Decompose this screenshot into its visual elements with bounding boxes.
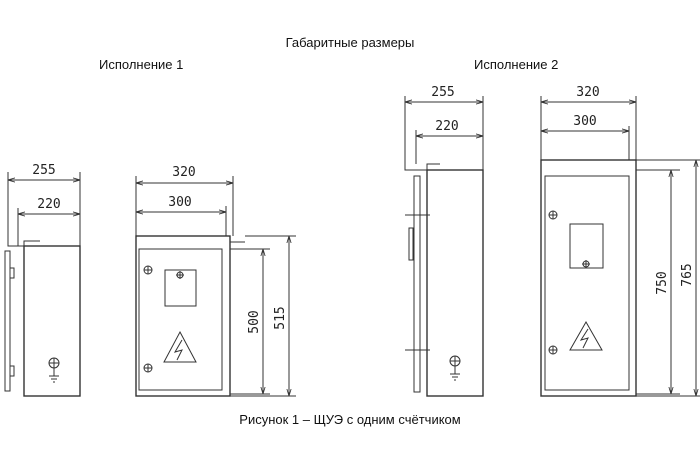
v1-side-view: 255 220 (4, 163, 81, 397)
v2-handle (408, 227, 414, 261)
v1-dim-front-outer-label: 320 (172, 165, 195, 180)
v1-side-top-lip (7, 240, 40, 247)
v1-dim-front-inner-label: 300 (168, 195, 191, 210)
variant-1-label: Исполнение 1 (99, 57, 184, 72)
v1-dim-height-outer-label: 515 (273, 306, 288, 329)
v2-dim-front-outer-label: 320 (576, 85, 599, 100)
v2-side-door (413, 175, 421, 393)
v2-dim-side-outer-label: 255 (431, 85, 454, 100)
v1-hinge-top (9, 267, 15, 279)
v2-side-view: 255 220 (404, 85, 484, 397)
v1-side-door (4, 250, 11, 392)
v1-side-body (23, 245, 81, 397)
v1-dim-side-inner-label: 220 (37, 197, 60, 212)
hinge-bottom-icon (548, 345, 558, 355)
v2-front-door (544, 175, 630, 391)
lock-icon (176, 271, 184, 279)
v1-front-body (135, 235, 231, 397)
v2-dim-front-inner-label: 300 (573, 114, 596, 129)
high-voltage-warning-icon (569, 320, 603, 351)
v2-dim-height-outer-label: 765 (680, 263, 695, 286)
v2-dim-side-inner-label: 220 (435, 119, 458, 134)
v1-dim-height-inner-label: 500 (247, 310, 262, 333)
v2-side-top-lip (404, 163, 440, 171)
v1-dim-side-outer-label: 255 (32, 163, 55, 178)
ground-terminal-icon (449, 355, 461, 381)
hinge-top-icon (548, 210, 558, 220)
v1-front-door (138, 248, 223, 391)
v1-front-view: 320 300 500 515 (135, 165, 296, 397)
high-voltage-warning-icon (163, 330, 197, 363)
lock-icon (582, 260, 590, 268)
figure-caption: Рисунок 1 – ЩУЭ с одним счётчиком (239, 412, 461, 427)
hinge-bottom-icon (143, 363, 153, 373)
variant-2-label: Исполнение 2 (474, 57, 559, 72)
v2-side-body (426, 169, 484, 397)
v2-front-view: 320 300 750 765 (540, 85, 700, 397)
v2-front-body (540, 159, 637, 397)
v2-dim-height-inner-label: 750 (655, 271, 670, 294)
hinge-top-icon (143, 265, 153, 275)
ground-terminal-icon (48, 357, 60, 383)
meter-window (164, 269, 197, 307)
drawing-title: Габаритные размеры (285, 35, 415, 50)
v1-hinge-bottom (9, 365, 15, 377)
